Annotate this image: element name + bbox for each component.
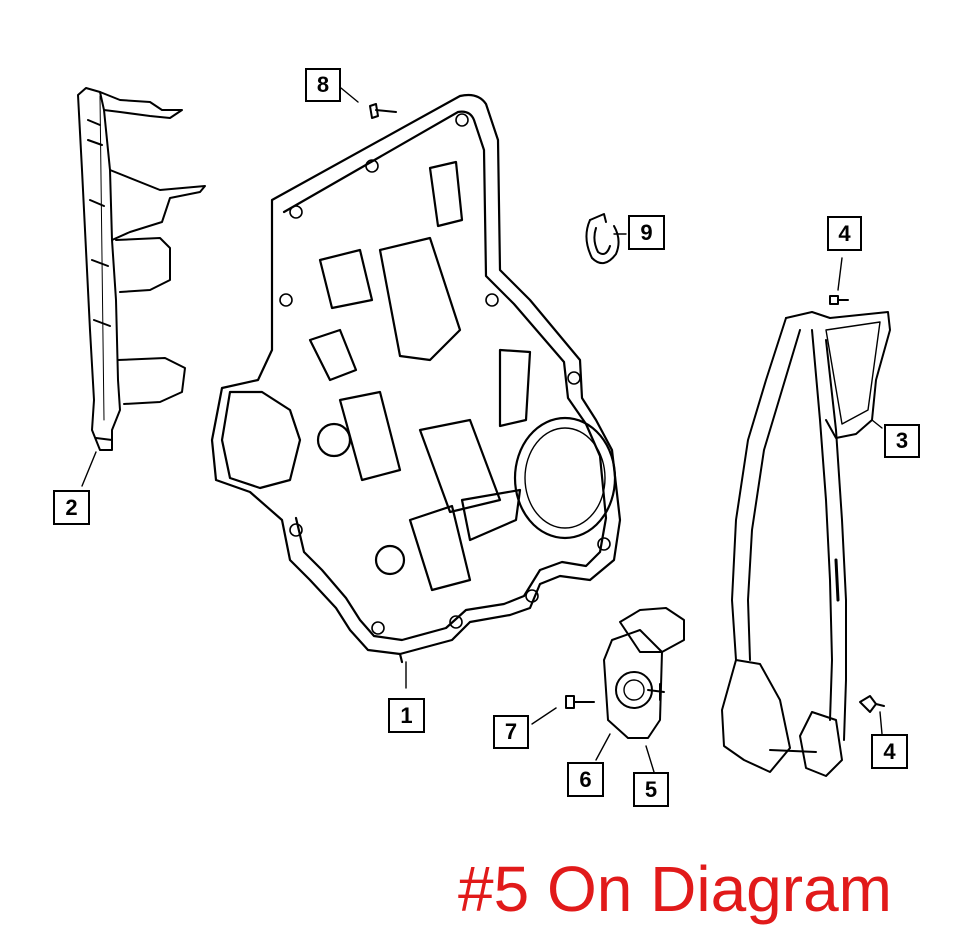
callout-5: 5	[633, 772, 669, 807]
callout-9: 9	[628, 215, 665, 250]
part-3-regulator	[721, 311, 891, 777]
callout-7: 7	[493, 715, 529, 749]
callout-3: 3	[884, 424, 920, 458]
diagram-caption: #5 On Diagram	[458, 853, 892, 925]
part-4-bolt-bottom	[859, 695, 885, 713]
callout-4-bottom: 4	[871, 734, 908, 769]
callout-1: 1	[388, 698, 425, 733]
part-8-pin	[369, 103, 397, 119]
callout-6: 6	[567, 762, 604, 797]
part-4-bolt-top	[829, 295, 849, 305]
part-5-motor	[603, 607, 685, 739]
part-7-screw	[565, 695, 595, 709]
part-9-clip	[585, 213, 620, 265]
leader-lines	[81, 87, 883, 773]
part-1-door-panel	[210, 93, 622, 664]
callout-2: 2	[53, 490, 90, 525]
callout-8: 8	[305, 68, 341, 102]
callout-4-top: 4	[827, 216, 862, 251]
part-2-bracket	[77, 87, 206, 451]
